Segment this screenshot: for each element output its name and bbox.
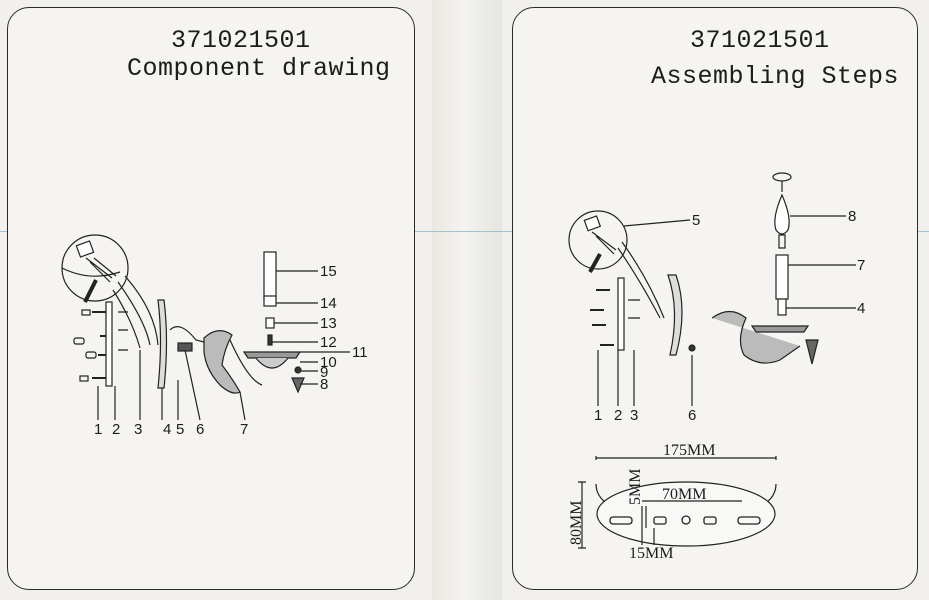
assembly-callout-7: 7 (857, 257, 865, 274)
width-dimension-line (595, 456, 777, 460)
callout-1: 1 (94, 421, 102, 438)
component-callouts: 1 2 3 4 5 6 7 8 9 10 11 12 13 14 15 (94, 263, 368, 438)
dimension-labels: 175MM 70MM 15MM 80MM 5MM (568, 442, 715, 562)
assembly-detail-circle (568, 210, 628, 270)
component-drawing-page: 371021501 Component drawing (7, 7, 415, 590)
callout-9: 9 (320, 364, 328, 381)
callout-14: 14 (320, 295, 337, 312)
assembly-callout-2: 2 (614, 407, 622, 424)
assembly-callout-1: 1 (594, 407, 602, 424)
callout-4: 4 (163, 421, 171, 438)
dim-hole-spacing: 70MM (662, 486, 706, 503)
assembly-callout-8: 8 (848, 208, 856, 225)
dim-offset: 15MM (629, 545, 673, 562)
dim-width: 175MM (663, 442, 715, 459)
bobeche (242, 351, 302, 359)
callout-7: 7 (240, 421, 248, 438)
callout-10: 10 (320, 354, 337, 371)
assembly-callouts: 1 2 3 4 5 6 7 8 (594, 208, 865, 424)
left-model-number: 371021501 (171, 26, 311, 55)
detail-terminal (75, 240, 95, 258)
backplate (157, 299, 168, 389)
callout-13: 13 (320, 315, 337, 332)
right-model-number: 371021501 (690, 26, 830, 55)
callout-2: 2 (112, 421, 120, 438)
assembly-callout-4: 4 (857, 300, 865, 317)
crystal-pendant (291, 377, 305, 394)
assembly-callout-6: 6 (688, 407, 696, 424)
callout-8: 8 (320, 376, 328, 393)
left-page-title: Component drawing (127, 54, 391, 83)
callout-12: 12 (320, 334, 337, 351)
callout-11: 11 (352, 344, 368, 361)
candle-bulb (774, 193, 790, 235)
callout-6: 6 (196, 421, 204, 438)
callout-5: 5 (176, 421, 184, 438)
curved-arm (203, 330, 241, 394)
mounting-strip (105, 301, 113, 387)
right-page-title: Assembling Steps (651, 62, 900, 91)
scan-guide-line (0, 231, 929, 232)
assembly-callout-5: 5 (692, 212, 700, 229)
assembly-mounting-strip (617, 277, 625, 351)
assembly-candle (775, 254, 789, 300)
dim-slot: 5MM (627, 469, 644, 505)
dim-height: 80MM (568, 501, 585, 545)
assembly-callout-3: 3 (630, 407, 638, 424)
binding-fold (432, 0, 502, 600)
callout-15: 15 (320, 263, 337, 280)
callout-3: 3 (134, 421, 142, 438)
